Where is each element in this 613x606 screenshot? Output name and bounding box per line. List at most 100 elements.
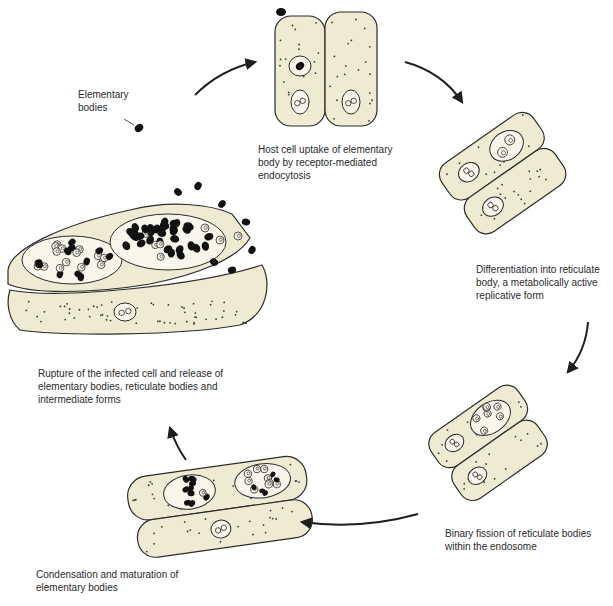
cytoplasm-dot xyxy=(205,318,207,320)
cytoplasm-dot xyxy=(78,309,80,311)
cytoplasm-dot xyxy=(148,484,150,486)
nucleolus xyxy=(492,204,500,212)
reticulate-body-core xyxy=(65,260,68,263)
elementary-body xyxy=(156,229,167,238)
cytoplasm-dot xyxy=(521,114,524,117)
cytoplasm-dot xyxy=(59,306,61,308)
elementary-body xyxy=(35,261,44,269)
cytoplasm-dot xyxy=(213,479,215,481)
cytoplasm-dot xyxy=(265,532,267,534)
cell-nucleus xyxy=(114,303,136,321)
reticulate-body-core xyxy=(55,245,58,248)
reticulate-body-core xyxy=(43,265,46,268)
cytoplasm-dot xyxy=(369,103,371,105)
cytoplasm-dot xyxy=(317,52,319,54)
cytoplasm-dot xyxy=(289,464,291,466)
cytoplasm-dot xyxy=(181,306,183,308)
reticulate-body xyxy=(53,248,61,256)
cytoplasm-dot xyxy=(204,518,206,520)
cytoplasm-dot xyxy=(153,543,155,545)
cytoplasm-dot xyxy=(279,65,281,67)
reticulate-body-core xyxy=(268,482,271,485)
cytoplasm-dot xyxy=(520,198,523,201)
elementary-body xyxy=(273,477,280,484)
cytoplasm-dot xyxy=(296,480,298,482)
cytoplasm-dot xyxy=(291,511,293,513)
cell-nucleus xyxy=(291,90,309,114)
elementary-body xyxy=(201,241,210,251)
inclusion-vacuole xyxy=(464,393,517,443)
cytoplasm-dot xyxy=(371,99,373,101)
cytoplasm-dot xyxy=(89,316,91,318)
cytoplasm-dot xyxy=(159,320,161,322)
elementary-body xyxy=(209,257,220,267)
cytoplasm-dot xyxy=(496,187,499,190)
cytoplasm-dot xyxy=(329,85,331,87)
cytoplasm-dot xyxy=(283,81,285,83)
elementary-body xyxy=(133,122,145,133)
cytoplasm-dot xyxy=(344,73,346,75)
cytoplasm-dot xyxy=(334,56,336,58)
cytoplasm-dot xyxy=(517,194,520,197)
ruptured-cell xyxy=(8,204,250,291)
nucleolus xyxy=(468,170,476,178)
reticulate-body xyxy=(56,264,64,272)
cytoplasm-dot xyxy=(223,310,225,312)
cytoplasm-dot xyxy=(198,532,200,534)
reticulate-body-core xyxy=(204,226,207,229)
nucleolus xyxy=(295,101,300,106)
elementary-body xyxy=(168,224,178,235)
cell-nucleus xyxy=(479,193,507,220)
reticulate-body-core xyxy=(100,263,103,266)
reticulate-body xyxy=(73,249,81,257)
cytoplasm-dot xyxy=(102,314,104,316)
condensation-stage xyxy=(125,454,315,560)
cytoplasm-dot xyxy=(168,304,170,306)
cytoplasm-dot xyxy=(157,321,159,323)
cytoplasm-dot xyxy=(235,314,237,316)
nucleolus xyxy=(126,308,131,313)
elementary-body xyxy=(191,242,202,254)
cytoplasm-dot xyxy=(184,521,186,523)
reticulate-body-core xyxy=(248,479,251,482)
reticulate-body xyxy=(201,224,209,232)
cytoplasm-dot xyxy=(463,488,466,491)
cytoplasm-dot xyxy=(186,321,188,323)
cell-nucleus xyxy=(465,464,491,489)
reticulate-body-core xyxy=(247,472,250,475)
reticulate-body-core xyxy=(219,238,222,241)
binary-fission-stage xyxy=(423,380,556,506)
cytoplasm-dot xyxy=(458,162,461,165)
inclusion-vacuole xyxy=(484,124,530,168)
cytoplasm-dot xyxy=(149,481,151,483)
cytoplasm-dot xyxy=(285,58,287,60)
cytoplasm-dot xyxy=(520,406,523,409)
elementary-body xyxy=(276,8,286,16)
reticulate-body-core xyxy=(496,405,500,409)
cytoplasm-dot xyxy=(136,307,138,309)
elementary-body xyxy=(121,240,132,252)
elementary-body xyxy=(145,234,156,246)
cytoplasm-dot xyxy=(488,453,491,456)
cell-nucleus xyxy=(210,519,232,540)
cytoplasm-dot xyxy=(110,320,112,322)
elementary-body xyxy=(189,475,198,484)
cytoplasm-dot xyxy=(369,92,371,94)
cycle-arrow xyxy=(405,62,462,102)
cytoplasm-dot xyxy=(292,25,294,27)
cytoplasm-dot xyxy=(64,319,66,321)
cytoplasm-dot xyxy=(43,311,45,313)
uptake-stage xyxy=(275,8,377,126)
cytoplasm-dot xyxy=(505,468,508,471)
nucleolus xyxy=(351,98,356,103)
cytoplasm-dot xyxy=(282,507,284,509)
cytoplasm-dot xyxy=(536,170,539,173)
elementary-body xyxy=(193,181,203,192)
cytoplasm-dot xyxy=(101,304,103,306)
elementary-body xyxy=(227,266,237,275)
cytoplasm-dot xyxy=(151,483,153,485)
cytoplasm-dot xyxy=(475,461,478,464)
cytoplasm-dot xyxy=(441,444,444,447)
cytoplasm-dot xyxy=(161,526,163,528)
cytoplasm-dot xyxy=(153,498,155,500)
